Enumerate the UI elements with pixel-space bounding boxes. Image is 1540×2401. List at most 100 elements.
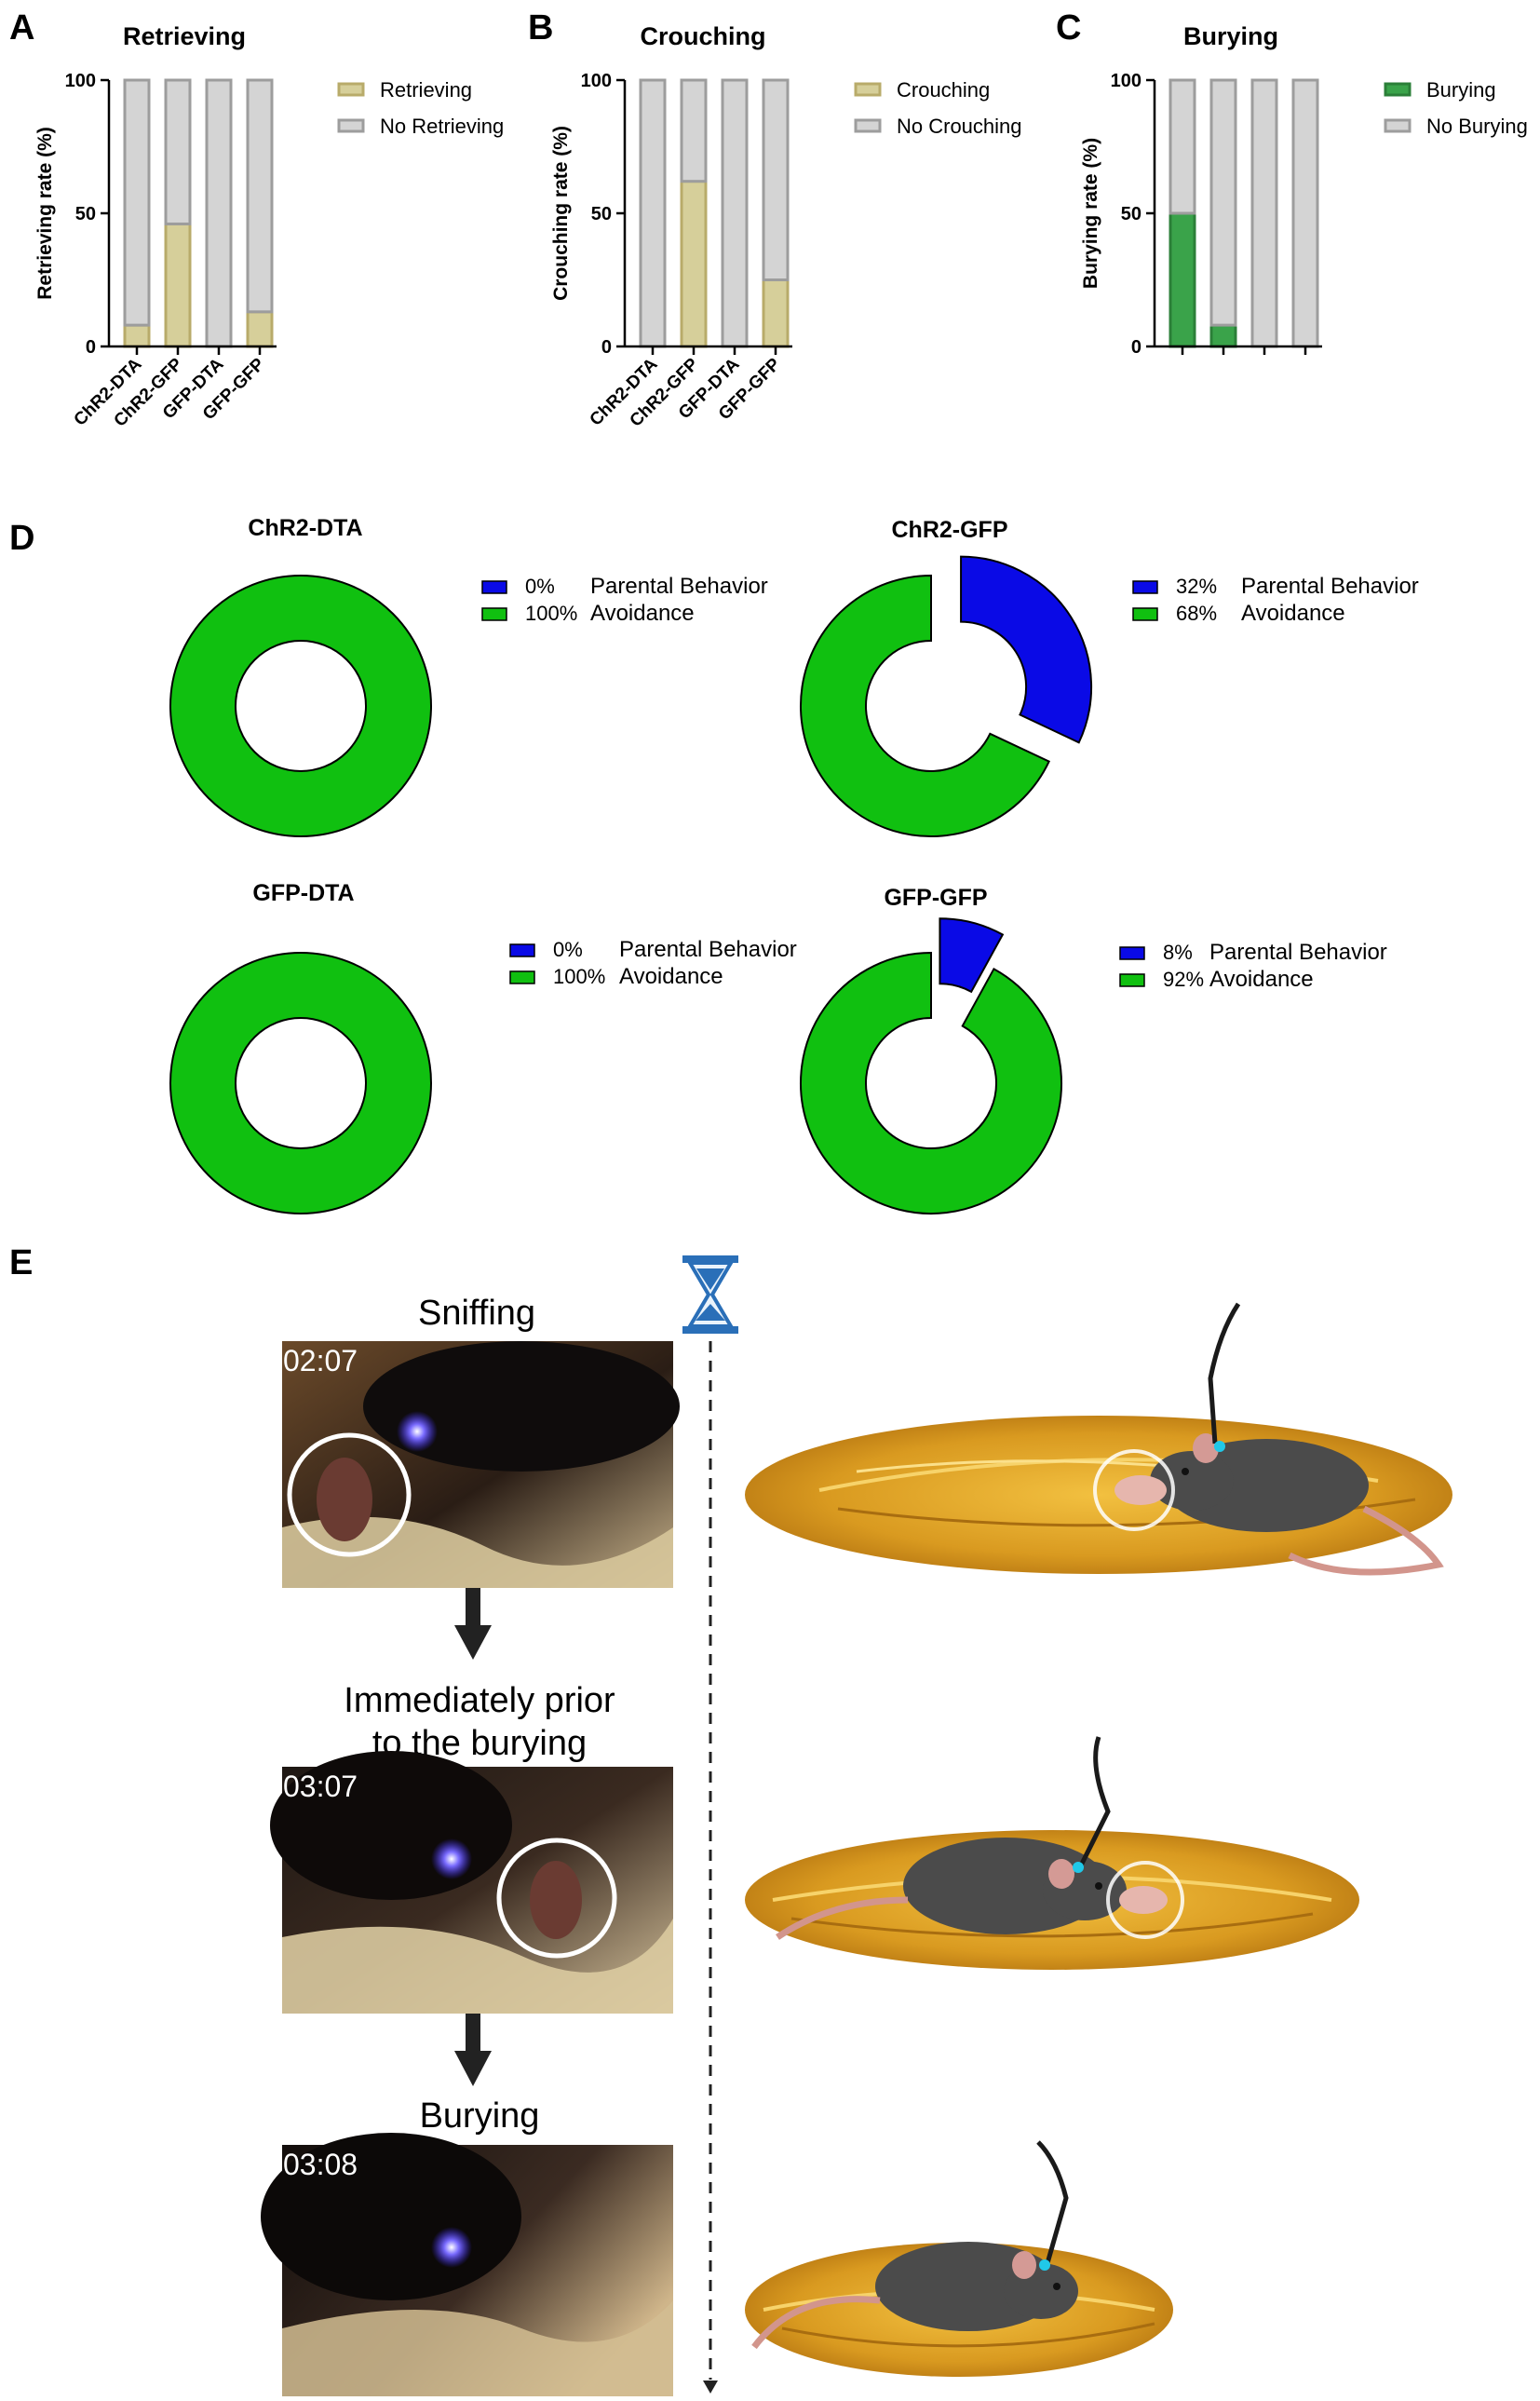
legend-swatch <box>854 118 882 133</box>
donut-title: ChR2-DTA <box>248 515 362 541</box>
legend-swatch <box>1384 82 1412 97</box>
step-title-sniffing: Sniffing <box>418 1294 535 1333</box>
panel-letter-e: E <box>9 1243 33 1282</box>
illustration-sniffing <box>745 1302 1452 1576</box>
panel-letter-c: C <box>1056 8 1081 47</box>
y-tick-label: 0 <box>601 337 612 358</box>
legend-swatch <box>509 943 535 957</box>
slice-avoidance <box>171 577 430 835</box>
panel-letter-d: D <box>9 519 34 558</box>
legend-value: 68% <box>1176 602 1217 625</box>
step-title-burying: Burying <box>420 2096 540 2136</box>
legend-label: Burying <box>1426 78 1496 102</box>
legend-value: 92% <box>1163 968 1204 991</box>
legend-label: Parental Behavior <box>1209 940 1387 965</box>
legend-label: Parental Behavior <box>619 937 797 962</box>
timestamp-3: 03:08 <box>283 2148 358 2181</box>
photo-burying: 03:08 <box>261 2133 673 2396</box>
photo-sniffing: 02:07 <box>282 1341 680 1588</box>
legend-swatch <box>854 82 882 97</box>
bar-no-burying <box>1209 78 1237 327</box>
legend-swatch <box>1119 973 1145 987</box>
bar-burying <box>1169 211 1196 348</box>
legend-label: No Retrieving <box>380 115 504 138</box>
legend-label: Crouching <box>897 78 990 102</box>
panel-letter-b: B <box>528 8 553 47</box>
legend-swatch <box>481 580 507 594</box>
legend-label: Parental Behavior <box>590 574 768 599</box>
bar-retrieving <box>123 323 151 348</box>
legend-label: No Burying <box>1426 115 1528 138</box>
timestamp-2: 03:07 <box>283 1770 358 1803</box>
timestamp-1: 02:07 <box>283 1344 358 1377</box>
bar-no-burying <box>1291 78 1319 348</box>
legend-swatch <box>1132 580 1158 594</box>
legend-label: Parental Behavior <box>1241 574 1419 599</box>
hourglass-icon <box>682 1255 738 1334</box>
y-tick-label: 0 <box>1131 337 1141 358</box>
bar-no-crouching <box>680 78 708 183</box>
legend-swatch <box>481 607 507 621</box>
legend-label: Retrieving <box>380 78 472 102</box>
legend-value: 100% <box>553 965 605 988</box>
y-tick-label: 100 <box>581 71 612 91</box>
legend-swatch <box>1119 946 1145 960</box>
bar-no-burying <box>1169 78 1196 215</box>
donut-title: GFP-GFP <box>884 885 987 911</box>
legend-swatch <box>337 82 365 97</box>
donut-title: ChR2-GFP <box>892 517 1008 543</box>
legend-label: Avoidance <box>590 601 695 626</box>
legend-label: Avoidance <box>619 964 723 989</box>
legend-label: Avoidance <box>1209 967 1314 992</box>
slice-parental-behavior <box>960 555 1093 744</box>
legend-value: 0% <box>553 938 583 961</box>
panel-e: Sniffing Immediately prior to the buryin… <box>261 1255 1452 2396</box>
legend-value: 32% <box>1176 575 1217 598</box>
y-tick-label: 50 <box>591 204 612 224</box>
y-axis-label: Retrieving rate (%) <box>34 127 56 300</box>
bar-no-retrieving <box>123 78 151 327</box>
donut-chart-chr2-gfp: ChR2-GFP 32% Parental Behavior 68% Avoidance <box>800 517 1419 837</box>
y-tick-label: 50 <box>75 204 96 224</box>
legend-label: Avoidance <box>1241 601 1345 626</box>
illustration-prior-burying <box>745 1736 1359 1970</box>
y-axis-label: Burying rate (%) <box>1080 138 1101 289</box>
donut-chart-gfp-dta: GFP-DTA 0% Parental Behavior 100% Avoidance <box>169 880 797 1214</box>
slice-parental-behavior <box>939 917 1005 994</box>
y-tick-label: 0 <box>86 337 96 358</box>
slice-avoidance <box>171 954 430 1213</box>
bar-no-crouching <box>762 78 790 281</box>
step-title-prior-line1: Immediately prior <box>344 1681 615 1720</box>
bar-no-retrieving <box>164 78 192 225</box>
y-tick-label: 100 <box>1111 71 1141 91</box>
bar-crouching <box>762 278 790 348</box>
legend-label: No Crouching <box>897 115 1022 138</box>
bar-no-crouching <box>721 78 749 348</box>
y-axis-label: Crouching rate (%) <box>550 126 572 301</box>
bar-no-retrieving <box>246 78 274 314</box>
bar-retrieving <box>164 222 192 348</box>
donut-charts: ChR2-DTA 0% Parental Behavior 100% Avoidance… <box>169 515 1419 1214</box>
y-tick-label: 100 <box>65 71 96 91</box>
illustration-burying <box>745 2140 1173 2377</box>
photo-prior-burying: 03:07 <box>270 1751 673 2014</box>
down-arrow-icon <box>454 2014 492 2086</box>
legend-swatch <box>1132 607 1158 621</box>
bar-no-retrieving <box>205 78 233 348</box>
bar-crouching <box>680 180 708 348</box>
panel-letter-a: A <box>9 8 34 47</box>
legend-value: 100% <box>525 602 577 625</box>
down-arrow-icon <box>454 1588 492 1660</box>
donut-title: GFP-DTA <box>252 880 354 906</box>
slice-avoidance <box>800 574 1051 837</box>
chart-title: Crouching <box>641 22 766 50</box>
legend-swatch <box>509 970 535 984</box>
timeline-arrowhead <box>703 2381 718 2394</box>
chart-title: Burying <box>1183 22 1278 50</box>
